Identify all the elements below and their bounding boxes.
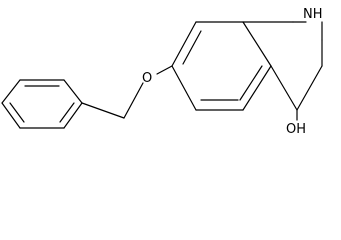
hydroxyl-label: OH [286,122,306,137]
ether-oxygen-label: O [142,71,152,86]
chemical-structure-diagram: NH O OH [1,7,323,137]
nitrogen-label: NH [303,7,323,22]
benzyl-linker [81,65,173,119]
aromatic-ring [171,21,272,111]
phenyl-ring [1,79,83,129]
piperidine-ring [242,21,323,121]
